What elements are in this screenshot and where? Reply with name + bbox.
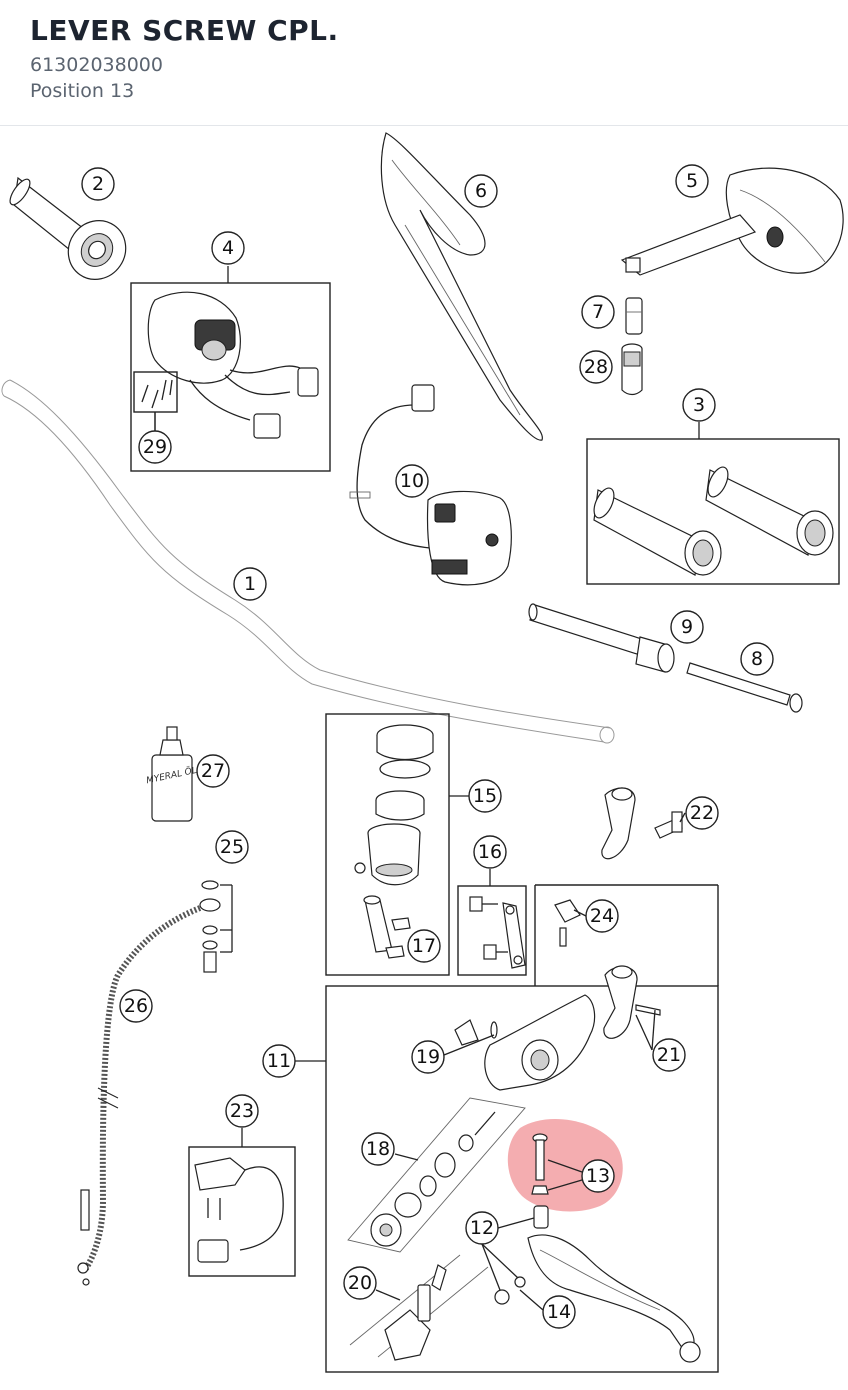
callout-13[interactable]: 13 bbox=[581, 1159, 615, 1193]
callout-9[interactable]: 9 bbox=[670, 610, 704, 644]
piston-kit-part[interactable] bbox=[347, 1097, 526, 1253]
callout-23[interactable]: 23 bbox=[225, 1094, 259, 1128]
exploded-parts-diagram: MYERAL ÖL bbox=[1, 132, 844, 1373]
svg-text:6: 6 bbox=[475, 180, 487, 202]
svg-text:7: 7 bbox=[592, 301, 604, 323]
svg-text:18: 18 bbox=[366, 1138, 390, 1160]
svg-text:1: 1 bbox=[244, 573, 256, 595]
svg-text:22: 22 bbox=[690, 802, 714, 824]
part-position: Position 13 bbox=[30, 80, 135, 102]
handlebar-part[interactable] bbox=[1, 379, 615, 744]
svg-text:8: 8 bbox=[751, 648, 763, 670]
svg-text:13: 13 bbox=[586, 1165, 610, 1187]
master-cylinder-clamp-part[interactable] bbox=[603, 965, 661, 1039]
banjo-bolt-kit-part[interactable] bbox=[199, 880, 233, 973]
lever-screw-part[interactable] bbox=[531, 1133, 549, 1195]
callout-21[interactable]: 21 bbox=[652, 1038, 686, 1072]
brake-lever-part[interactable] bbox=[527, 1234, 701, 1363]
callout-7[interactable]: 7 bbox=[581, 295, 615, 329]
reservoir-bracket-part[interactable] bbox=[457, 885, 527, 976]
svg-text:26: 26 bbox=[124, 995, 148, 1017]
bar-end-bolt-part[interactable] bbox=[686, 662, 803, 713]
svg-text:23: 23 bbox=[230, 1100, 254, 1122]
oil-bottle-part[interactable]: MYERAL ÖL bbox=[145, 726, 198, 822]
svg-text:14: 14 bbox=[547, 1301, 571, 1323]
svg-text:4: 4 bbox=[222, 237, 234, 259]
callout-24[interactable]: 24 bbox=[585, 899, 619, 933]
grip-left-part[interactable] bbox=[6, 176, 137, 290]
mirror-clamp-part[interactable] bbox=[601, 787, 683, 860]
master-cylinder-body-part[interactable] bbox=[454, 994, 596, 1091]
callout-16[interactable]: 16 bbox=[473, 835, 507, 869]
svg-text:29: 29 bbox=[143, 436, 167, 458]
callout-22[interactable]: 22 bbox=[685, 796, 719, 830]
callout-27[interactable]: 27 bbox=[196, 754, 230, 788]
switch-right-assembly[interactable] bbox=[349, 384, 512, 586]
svg-text:9: 9 bbox=[681, 616, 693, 638]
svg-text:3: 3 bbox=[693, 394, 705, 416]
callout-17[interactable]: 17 bbox=[407, 929, 441, 963]
callout-25[interactable]: 25 bbox=[215, 830, 249, 864]
svg-text:19: 19 bbox=[416, 1046, 440, 1068]
svg-text:5: 5 bbox=[686, 170, 698, 192]
reservoir-assembly[interactable] bbox=[325, 713, 450, 976]
mirror-adapter-part[interactable] bbox=[625, 297, 643, 335]
callout-2[interactable]: 2 bbox=[81, 167, 115, 201]
callout-28[interactable]: 28 bbox=[579, 350, 613, 384]
callout-8[interactable]: 8 bbox=[740, 642, 774, 676]
callout-18[interactable]: 18 bbox=[361, 1132, 395, 1166]
callout-6[interactable]: 6 bbox=[464, 174, 498, 208]
bleeder-screw-part[interactable] bbox=[554, 899, 581, 947]
callout-26[interactable]: 26 bbox=[119, 989, 153, 1023]
brake-line-part[interactable] bbox=[77, 905, 202, 1286]
lever-bushing-part[interactable] bbox=[533, 1205, 549, 1229]
svg-text:16: 16 bbox=[478, 841, 502, 863]
brake-light-switch-part[interactable] bbox=[349, 1254, 489, 1361]
callout-12[interactable]: 12 bbox=[465, 1211, 499, 1245]
svg-text:24: 24 bbox=[590, 905, 614, 927]
mirror-part[interactable] bbox=[620, 167, 844, 276]
callout-19[interactable]: 19 bbox=[411, 1040, 445, 1074]
svg-text:12: 12 bbox=[470, 1217, 494, 1239]
svg-text:20: 20 bbox=[348, 1272, 372, 1294]
part-number: 61302038000 bbox=[30, 54, 163, 76]
brake-light-switch-assembly[interactable] bbox=[188, 1146, 296, 1277]
callout-4[interactable]: 4 bbox=[211, 231, 245, 265]
callout-1[interactable]: 1 bbox=[233, 567, 267, 601]
switch-left-assembly[interactable] bbox=[130, 282, 331, 472]
svg-text:2: 2 bbox=[92, 173, 104, 195]
page-header: LEVER SCREW CPL. 61302038000 Position 13 bbox=[0, 0, 848, 126]
handguard-part[interactable] bbox=[380, 132, 543, 441]
callout-5[interactable]: 5 bbox=[675, 164, 709, 198]
svg-text:28: 28 bbox=[584, 356, 608, 378]
svg-text:11: 11 bbox=[267, 1050, 291, 1072]
callout-3[interactable]: 3 bbox=[682, 388, 716, 422]
leader-lines bbox=[154, 266, 700, 1311]
svg-text:10: 10 bbox=[400, 470, 424, 492]
callout-14[interactable]: 14 bbox=[542, 1295, 576, 1329]
callout-15[interactable]: 15 bbox=[468, 779, 502, 813]
adjuster-part[interactable] bbox=[494, 1276, 526, 1305]
svg-text:17: 17 bbox=[412, 935, 436, 957]
svg-text:27: 27 bbox=[201, 760, 225, 782]
callout-11[interactable]: 11 bbox=[262, 1044, 296, 1078]
svg-text:25: 25 bbox=[220, 836, 244, 858]
svg-text:15: 15 bbox=[473, 785, 497, 807]
mirror-nut-part[interactable] bbox=[621, 343, 643, 396]
callout-10[interactable]: 10 bbox=[395, 464, 429, 498]
part-title: LEVER SCREW CPL. bbox=[30, 14, 339, 47]
callout-29[interactable]: 29 bbox=[138, 430, 172, 464]
callout-20[interactable]: 20 bbox=[343, 1266, 377, 1300]
svg-text:21: 21 bbox=[657, 1044, 681, 1066]
grip-set-part[interactable] bbox=[586, 438, 840, 585]
bar-end-weight-part[interactable] bbox=[528, 603, 675, 673]
master-cylinder-box bbox=[325, 985, 719, 1373]
